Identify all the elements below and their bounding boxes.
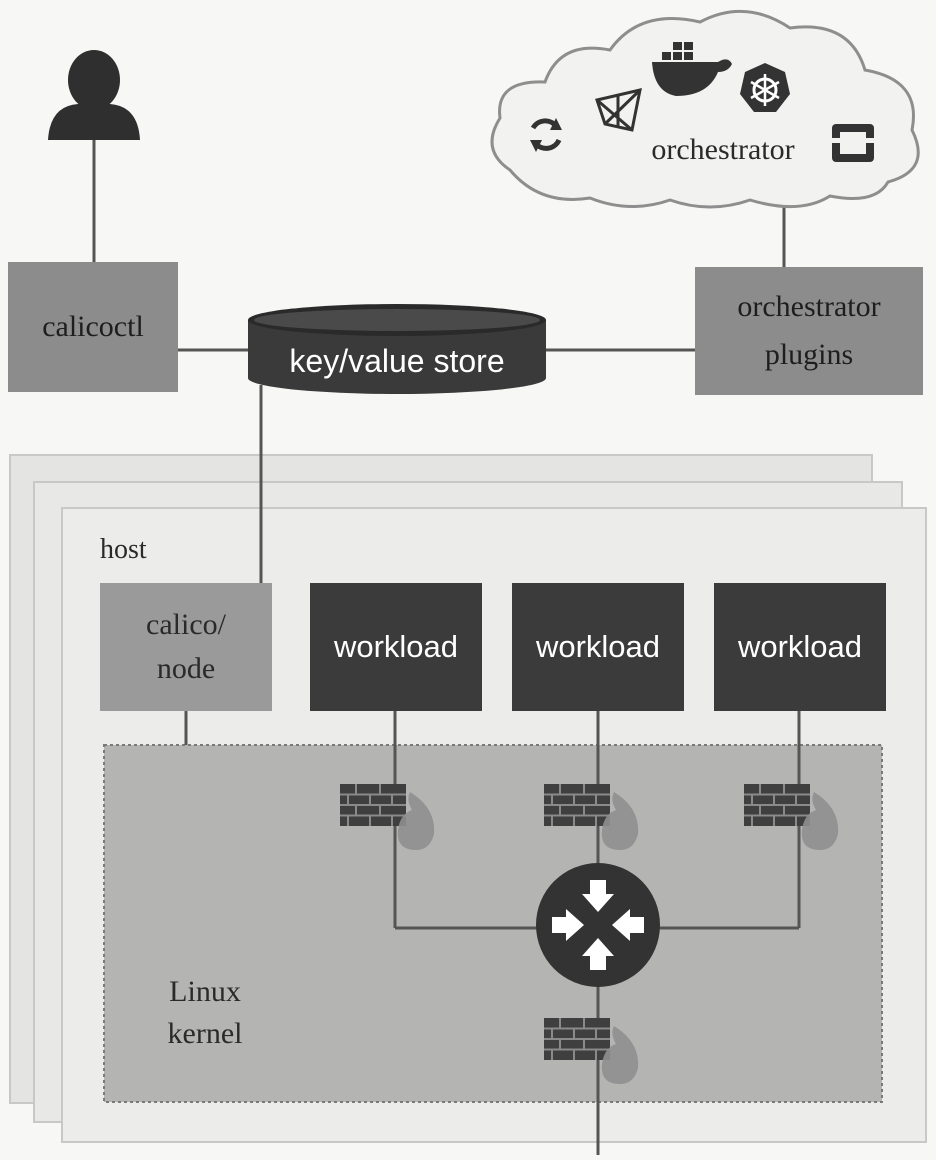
- kubernetes-icon: [740, 63, 790, 112]
- host-label: host: [100, 534, 147, 565]
- calico-node-box: calico/ node: [100, 583, 272, 711]
- workload-label-2: workload: [535, 629, 661, 664]
- kv-store-label-wrap: key/value store: [248, 338, 546, 384]
- workload-box-2: workload: [512, 583, 684, 711]
- orchestrator-cloud: [490, 9, 920, 209]
- orchestrator-plugins-label-1: orchestrator: [737, 290, 881, 323]
- orchestrator-label: orchestrator: [651, 133, 795, 166]
- workload-label-1: workload: [333, 629, 459, 664]
- linux-kernel-label-2: kernel: [167, 1017, 243, 1050]
- router-icon: [536, 863, 660, 987]
- orchestrator-label-wrap: orchestrator: [628, 130, 818, 170]
- user-icon: [48, 50, 140, 140]
- mesos-icon: [595, 88, 642, 132]
- refresh-icon: [530, 118, 562, 152]
- workload-label-3: workload: [737, 629, 863, 664]
- orchestrator-plugins-label-2: plugins: [764, 338, 854, 371]
- docker-icon: [652, 42, 732, 96]
- calicoctl-label: calicoctl: [42, 310, 144, 343]
- orchestrator-plugins-box: orchestrator plugins: [695, 267, 923, 395]
- calico-node-label-2: node: [156, 652, 216, 685]
- linux-kernel-label-1: Linux: [169, 975, 241, 1008]
- linux-kernel-label: Linux kernel: [150, 968, 260, 1058]
- kv-store-cylinder: [248, 304, 546, 394]
- workload-box-3: workload: [714, 583, 886, 711]
- openstack-icon: [830, 124, 876, 162]
- workload-box-1: workload: [310, 583, 482, 711]
- calico-node-label-1: calico/: [146, 608, 226, 641]
- kv-store-label: key/value store: [289, 342, 505, 379]
- calicoctl-box: calicoctl: [8, 262, 178, 392]
